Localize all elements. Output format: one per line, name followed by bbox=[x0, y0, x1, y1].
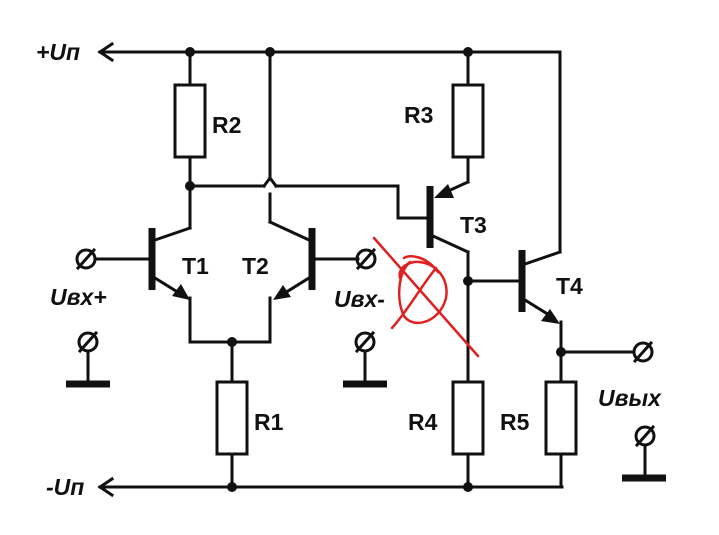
label-out: Uвых bbox=[598, 385, 662, 411]
negative-rail bbox=[97, 476, 564, 498]
r1-branch bbox=[188, 340, 272, 489]
resistor-r1 bbox=[215, 380, 249, 456]
label-r2: R2 bbox=[212, 112, 241, 138]
label-in-pos: Uвх+ bbox=[50, 284, 107, 310]
transistor-t2 bbox=[268, 220, 360, 344]
r5-branch bbox=[544, 350, 636, 489]
label-r4: R4 bbox=[408, 409, 438, 435]
terminal-out bbox=[632, 340, 654, 364]
label-in-neg: Uвх- bbox=[334, 286, 385, 312]
label-r3: R3 bbox=[404, 102, 433, 128]
r4-branch bbox=[451, 380, 485, 489]
transistor-t4 bbox=[466, 250, 563, 384]
label-r5: R5 bbox=[500, 409, 530, 435]
label-vcc-pos: +Uп bbox=[36, 39, 80, 65]
resistor-r3 bbox=[451, 83, 485, 159]
r2-branch bbox=[173, 50, 207, 230]
label-t4: T4 bbox=[556, 273, 583, 299]
transistor-t3 bbox=[426, 180, 470, 384]
label-t2: T2 bbox=[242, 253, 269, 279]
label-r1: R1 bbox=[254, 409, 284, 435]
wire-to-t3-base bbox=[188, 175, 428, 220]
r3-branch bbox=[451, 50, 485, 184]
reference-in-pos bbox=[66, 330, 110, 388]
red-cross-out-mark bbox=[372, 236, 480, 358]
junction-dots bbox=[185, 47, 566, 492]
resistor-r2 bbox=[173, 83, 207, 159]
label-t1: T1 bbox=[182, 253, 209, 279]
reference-in-neg bbox=[343, 330, 387, 388]
label-t3: T3 bbox=[460, 212, 487, 238]
reference-out bbox=[622, 424, 666, 482]
terminal-in-neg bbox=[355, 247, 377, 271]
positive-rail bbox=[97, 41, 562, 254]
terminal-in-pos bbox=[75, 247, 97, 271]
resistor-r5 bbox=[544, 380, 578, 456]
resistor-r4 bbox=[451, 380, 485, 456]
transistor-t1 bbox=[93, 226, 192, 344]
label-vcc-neg: -Uп bbox=[46, 474, 84, 500]
